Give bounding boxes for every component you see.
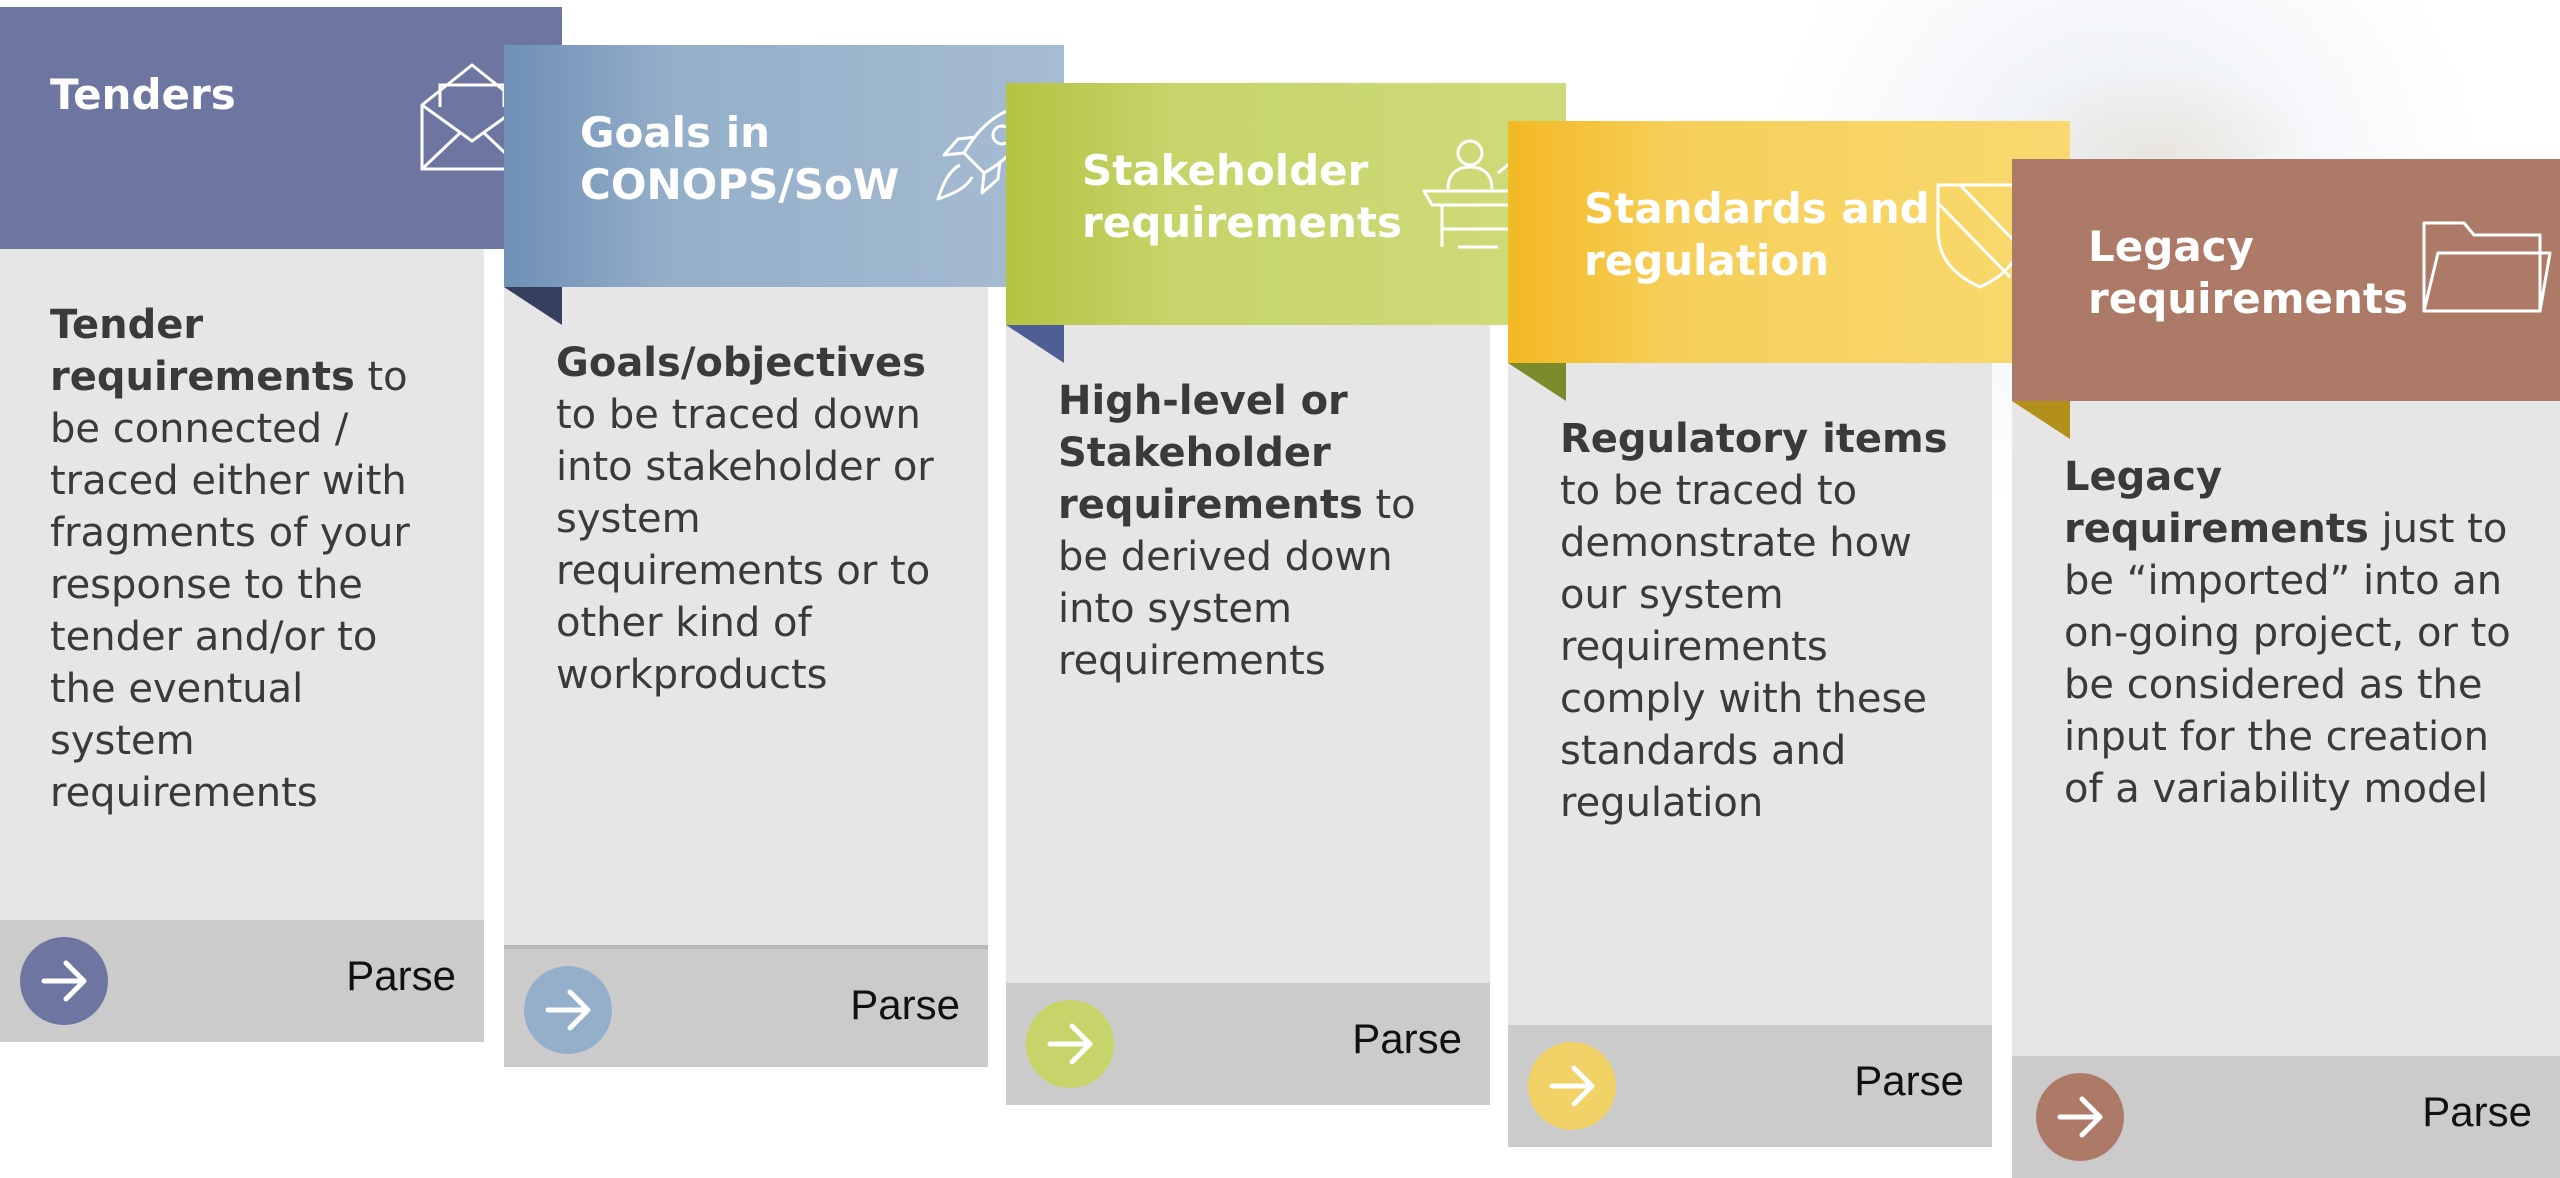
arrow-right-icon [2057,1096,2103,1138]
header-fold [504,287,562,325]
footer-stakeholder: Parse [1006,983,1490,1105]
arrow-right-icon [1047,1023,1093,1065]
parse-arrow-button[interactable] [1026,1000,1114,1088]
description-standards: Regulatory items to be traced to demonst… [1508,363,1992,1043]
footer-goals: Parse [504,945,988,1067]
description-text: to be connected / traced either with fra… [50,354,410,816]
description-bold: High-level or Stakeholder requirements [1058,378,1363,528]
header-fold [1006,325,1064,363]
description-tenders: Tender requirements to be connected / tr… [0,249,484,929]
description-text: to be traced down into stakeholder or sy… [556,392,934,698]
header-title: Standards and regulation [1584,184,1930,285]
description-bold: Tender requirements [50,302,355,400]
header-title: Goals in CONOPS/SoW [580,108,900,209]
header-goals: Goals in CONOPS/SoW [504,45,1064,287]
footer-legacy: Parse [2012,1056,2560,1178]
parse-arrow-button[interactable] [1528,1042,1616,1130]
footer-tenders: Parse [0,920,484,1042]
description-text: to be traced to demonstrate how our syst… [1560,468,1927,826]
parse-arrow-button[interactable] [20,937,108,1025]
footer-standards: Parse [1508,1025,1992,1147]
folder-icon [2414,207,2554,327]
description-goals: Goals/objectives to be traced down into … [504,287,988,967]
parse-label[interactable]: Parse [346,952,456,999]
header-title: Stakeholder requirements [1082,146,1402,247]
header-fold [1508,363,1566,401]
header-legacy: Legacy requirements [2012,159,2560,401]
header-standards: Standards and regulation [1508,121,2070,363]
parse-label[interactable]: Parse [1854,1057,1964,1104]
header-stakeholder: Stakeholder requirements [1006,83,1566,325]
parse-arrow-button[interactable] [524,966,612,1054]
description-legacy: Legacy requirements just to be “imported… [2012,401,2560,1081]
arrow-right-icon [1549,1065,1595,1107]
header-tenders: Tenders [0,7,562,249]
arrow-right-icon [41,960,87,1002]
header-title: Legacy requirements [2088,222,2408,323]
header-title: Tenders [50,70,236,119]
parse-label[interactable]: Parse [850,981,960,1028]
description-text: to be derived down into system requireme… [1058,482,1416,684]
header-fold [2012,401,2070,439]
parse-arrow-button[interactable] [2036,1073,2124,1161]
parse-label[interactable]: Parse [2422,1088,2532,1135]
description-text: just to be “imported” into an on-going p… [2064,506,2511,812]
description-stakeholder: High-level or Stakeholder requirements t… [1006,325,1490,1005]
description-bold: Regulatory items [1560,416,1948,462]
arrow-right-icon [545,989,591,1031]
parse-label[interactable]: Parse [1352,1015,1462,1062]
description-bold: Legacy requirements [2064,454,2369,552]
description-bold: Goals/objectives [556,340,926,386]
